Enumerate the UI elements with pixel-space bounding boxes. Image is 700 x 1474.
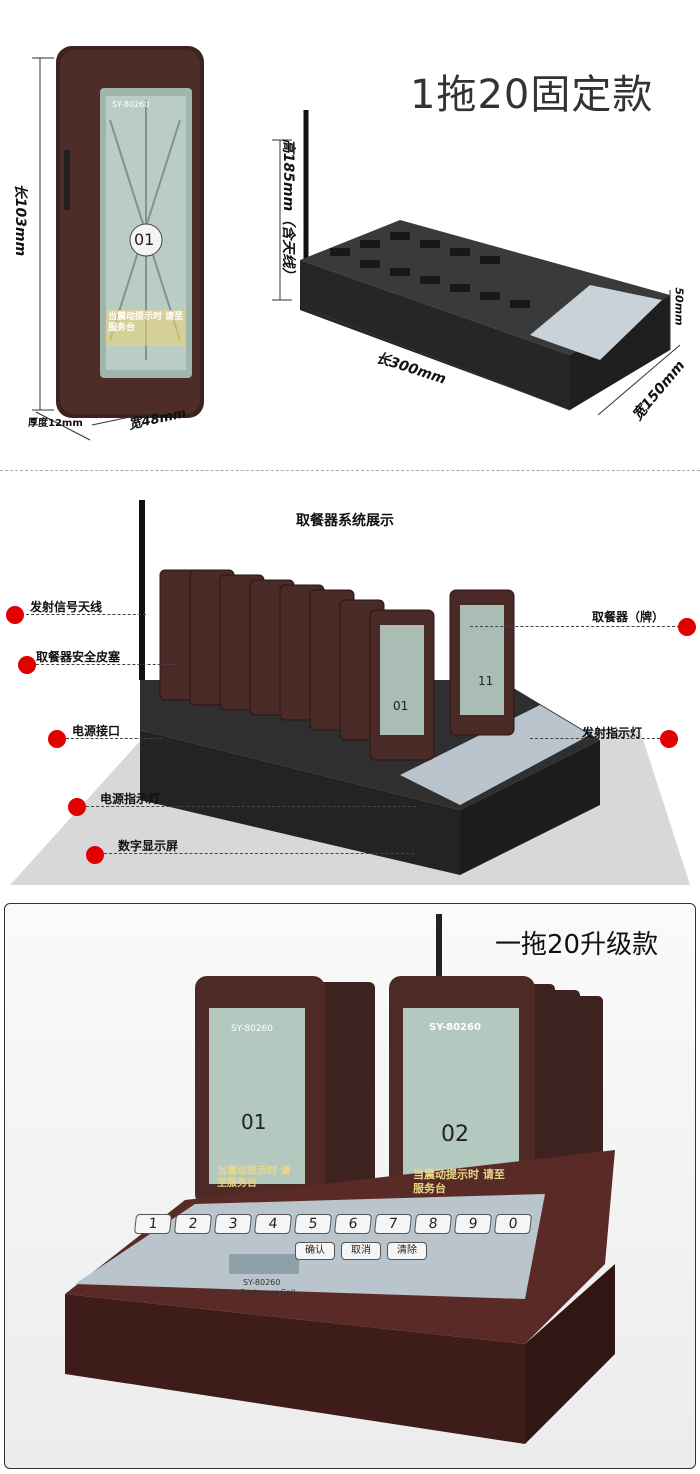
upgrade-pager-model-1: SY-80260 — [231, 1024, 274, 1034]
confirm-key[interactable]: 确认 — [295, 1242, 335, 1260]
base-height-label: 高185mm（含天线） — [280, 138, 296, 282]
key-9[interactable]: 9 — [453, 1214, 493, 1234]
marker-power-port — [48, 730, 66, 748]
upgrade-illustration — [65, 914, 615, 1444]
marker-display — [86, 846, 104, 864]
key-4[interactable]: 4 — [253, 1214, 293, 1234]
section-title-upgrade: 一拖20升级款 — [495, 930, 659, 960]
key-1[interactable]: 1 — [133, 1214, 173, 1234]
leader-pager — [470, 626, 680, 627]
pager-model-text: SY-80260 — [112, 100, 150, 109]
leader-display — [104, 853, 414, 854]
section-upgrade-model: 一拖20升级款 SY-80260 SY-80260 01 02 当震动提示时 请… — [4, 903, 696, 1469]
upgrade-pager-caption-1: 当震动提示时 请至服务台 — [217, 1166, 291, 1189]
pager-thickness-label: 厚度12mm — [28, 418, 83, 429]
label-display: 数字显示屏 — [118, 839, 179, 853]
base-station-illustration — [272, 110, 681, 416]
upgrade-keypad: 1 2 3 4 5 6 7 8 9 0 确认 取消 清除 — [133, 1214, 535, 1260]
pager-number: 01 — [134, 230, 155, 249]
key-8[interactable]: 8 — [413, 1214, 453, 1234]
pager-screen-caption: 当震动提示时 请至服务台 — [108, 312, 184, 333]
clear-key[interactable]: 清除 — [387, 1242, 427, 1260]
key-6[interactable]: 6 — [333, 1214, 373, 1234]
base-depth-label: 50mm — [672, 287, 686, 326]
leader-antenna — [26, 614, 146, 615]
pager-length-label: 长103mm — [12, 183, 28, 257]
section-title-fixed: 1拖20固定款 — [410, 72, 654, 118]
label-pager: 取餐器（牌） — [592, 610, 665, 624]
marker-power-led — [68, 798, 86, 816]
key-5[interactable]: 5 — [293, 1214, 333, 1234]
label-antenna: 发射信号天线 — [30, 600, 103, 614]
marker-antenna — [6, 606, 24, 624]
leader-rubber — [36, 664, 176, 665]
base-caption-text: Customer Call — [239, 1288, 296, 1297]
upgrade-pager-caption-2: 当震动提示时 请至服务台 — [413, 1168, 505, 1195]
pager-device-illustration — [32, 46, 204, 441]
label-power-led: 电源指示灯 — [100, 792, 161, 806]
section-divider — [0, 470, 700, 471]
svg-text:01: 01 — [393, 699, 408, 713]
leader-power-led — [86, 806, 416, 807]
key-7[interactable]: 7 — [373, 1214, 413, 1234]
upgrade-pager-number-2: 02 — [441, 1122, 469, 1147]
key-2[interactable]: 2 — [173, 1214, 213, 1234]
section-title-system: 取餐器系统展示 — [296, 513, 394, 529]
key-0[interactable]: 0 — [493, 1214, 533, 1234]
label-power-port: 电源接口 — [72, 724, 121, 738]
label-rubber: 取餐器安全皮塞 — [36, 650, 121, 664]
marker-tx-led — [660, 730, 678, 748]
leader-tx-led — [530, 738, 660, 739]
upgrade-pager-number-1: 01 — [241, 1110, 267, 1134]
svg-text:11: 11 — [478, 674, 493, 688]
marker-pager — [678, 618, 696, 636]
base-model-text: SY-80260 — [243, 1278, 281, 1287]
leader-power-port — [66, 738, 162, 739]
system-illustration: 01 11 — [10, 500, 690, 885]
upgrade-pager-model-2: SY-80260 — [429, 1022, 481, 1033]
label-tx-led: 发射指示灯 — [582, 726, 643, 740]
cancel-key[interactable]: 取消 — [341, 1242, 381, 1260]
key-3[interactable]: 3 — [213, 1214, 253, 1234]
marker-rubber — [18, 656, 36, 674]
